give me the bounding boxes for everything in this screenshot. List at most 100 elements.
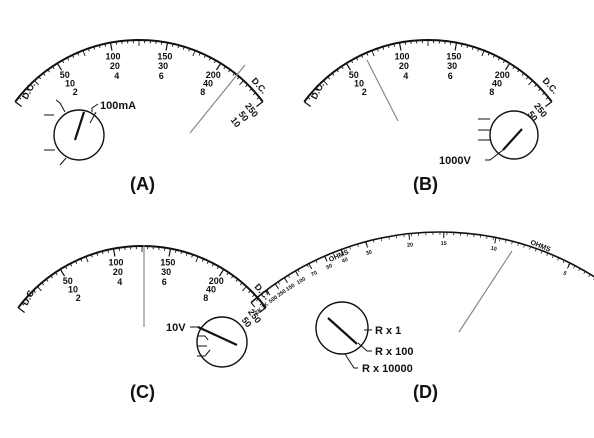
ohms-tick [357,243,359,248]
ohms-tick [492,236,494,241]
scale-tick [195,256,199,263]
scale-tick [32,290,36,293]
scale-label: 150 [446,51,461,61]
scale-tick [318,84,322,87]
scale-tick [66,57,70,61]
ohms-scale-label: 100 [296,276,307,286]
scale-tick [236,76,240,80]
range-switch[interactable]: 10V [166,316,248,368]
switch-tick [197,349,211,357]
ohms-tick [332,252,335,256]
ohms-tick [551,255,554,259]
ohms-tick [388,236,390,240]
ohms-tick [535,248,537,252]
scale-tick [25,88,29,91]
scale-tick [112,248,116,257]
scale-label: 6 [162,277,167,287]
scale-tick [182,46,185,50]
ohms-scale-label: 40 [341,257,349,265]
scale-label: 20 [399,61,409,71]
scale-tick [87,48,90,52]
scale-tick [201,258,204,262]
scale-tick [393,43,395,47]
scale-tick [192,50,196,57]
ohms-tick [573,265,576,269]
range-knob-pointer [73,111,86,141]
scale-tick [245,84,249,87]
scale-label: 50 [349,70,359,80]
scale-tick [517,69,520,73]
ohms-tick [540,250,543,254]
scale-tick [211,263,215,267]
scale-tick [371,50,375,57]
ohms-tick [562,260,565,264]
scale-tick [175,249,177,253]
scale-tick [64,266,68,270]
scale-label: 150 [160,257,175,267]
scale-tick [101,251,104,255]
switch-tick [55,99,66,113]
scale-tick [323,80,328,86]
scale-tick [228,69,231,73]
scale-tick [259,302,263,306]
range-switch[interactable]: 100mA [44,99,136,166]
scale-tick [206,260,209,264]
scale-tick [41,282,45,286]
switch-leader [357,342,372,352]
scale-label: 4 [117,277,122,287]
scale-tick [59,268,66,277]
scale-label: 20 [113,267,123,277]
scale-tick [466,45,469,49]
dc-left-label: D.C. [309,80,326,101]
range-knob[interactable] [489,110,539,160]
scale-tick [477,48,480,52]
scale-tick [56,62,63,71]
scale-tick [471,46,474,50]
scale-tick [341,66,344,70]
ohms-scale-label: 15 [441,241,447,247]
scale-tick [172,43,174,47]
scale-tick [22,92,25,96]
scale-tick [248,290,252,293]
scale-tick [481,50,485,57]
scale-tick [191,254,194,258]
scale-tick [361,54,364,58]
scale-tick [461,43,463,47]
ohms-scale-label: 30 [365,250,372,257]
ohms-scale-label: 10 [490,246,497,253]
scale-tick [242,286,247,292]
ohms-scale-label: 70 [310,270,318,278]
scale-label: 100 [106,51,121,61]
scale-label: 50 [240,315,254,329]
range-switch[interactable]: R x 1 R x 100 R x 10000 [315,301,414,375]
scale-label: 10 [65,79,75,89]
scale-tick [42,72,46,76]
scale-label: 100 [395,51,410,61]
scale-arc-line [14,39,264,103]
scale-tick [327,76,331,80]
scale-tick [52,66,55,70]
ohms-major-tick [340,249,344,256]
scale-arc-line [303,39,553,103]
scale-label: 4 [403,71,408,81]
scale-tick [82,50,86,57]
scale-label: 50 [63,276,73,286]
scale-tick [256,101,264,108]
range-option-rx100[interactable]: R x 100 [375,346,414,358]
ohms-tick [277,281,281,285]
scale-tick [109,42,113,51]
range-knob[interactable] [53,109,105,161]
range-option-rx1[interactable]: R x 1 [375,325,401,337]
range-knob[interactable] [196,316,248,368]
ohms-tick [546,252,549,256]
scale-tick [249,88,253,91]
range-option-rx10000[interactable]: R x 10000 [362,363,413,375]
scale-tick [311,92,314,96]
range-knob[interactable] [315,301,369,355]
range-switch[interactable]: 1000V [439,110,539,167]
scale-tick [18,96,22,100]
